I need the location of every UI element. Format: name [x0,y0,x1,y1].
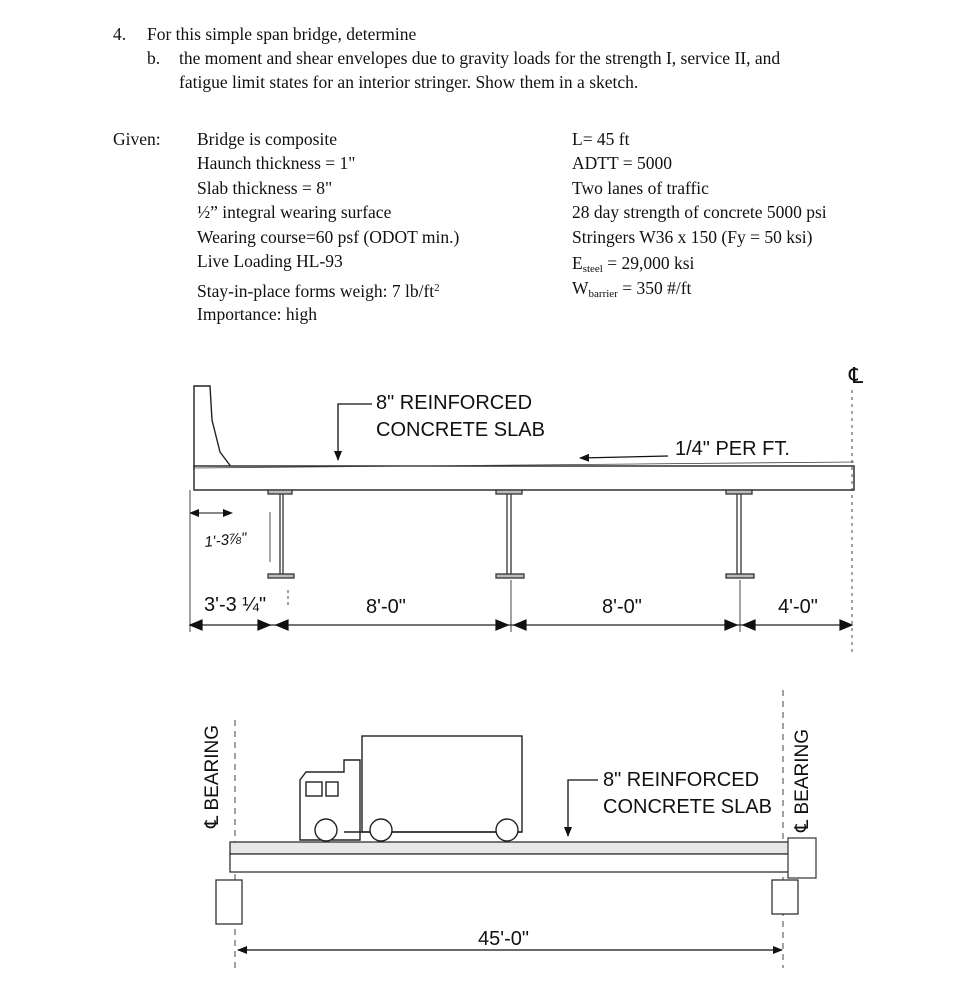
problem-intro: For this simple span bridge, determine [147,24,417,44]
centerline-symbol: ℄ [848,363,864,388]
given-item: Haunch thickness = 1" [197,153,356,173]
given-importance: Importance: high [197,304,318,324]
elev-slab-label-line1: 8" REINFORCED [603,769,759,791]
girder [267,489,295,579]
slope-arrow [579,453,669,462]
given-item: Stringers W36 x 150 (Fy = 50 ksi) [572,227,813,247]
slab-leader [334,403,372,461]
given-item: Wearing course=60 psf (ODOT min.) [197,227,460,247]
part-text-line2: fatigue limit states for an interior str… [179,72,639,92]
elev-girder [229,853,793,873]
given-esteel: Esteel = 29,000 ksi [572,253,695,275]
girder [725,489,755,579]
slab-label-line1: 8" REINFORCED [376,392,532,414]
dim-spacing-2: 8'-0" [602,596,642,618]
left-bearing [215,879,243,925]
given-item: ½” integral wearing surface [197,202,392,222]
elev-slab-label-line2: CONCRETE SLAB [603,796,772,818]
given-item: 28 day strength of concrete 5000 psi [572,202,827,222]
given-forms-weight: Stay-in-place forms weigh: 7 lb/ft2 [197,281,440,301]
barrier [193,385,233,470]
given-wbarrier: Wbarrier = 350 #/ft [572,278,692,300]
given-item: Bridge is composite [197,129,337,149]
cross-section-sketch: 8" REINFORCED CONCRETE SLAB 1/4" PER FT.… [188,363,864,656]
elev-deck [229,841,793,855]
girder [495,489,525,579]
part-text-line1: the moment and shear envelopes due to gr… [179,48,781,68]
given-item: Slab thickness = 8" [197,178,333,198]
given-item: Two lanes of traffic [572,178,709,198]
dim-to-centerline: 4'-0" [778,596,818,618]
left-bearing-label: ℄ BEARING [202,725,223,829]
elev-slab-leader [564,779,598,837]
dim-spacing-1: 8'-0" [366,596,406,618]
given-label: Given: [113,129,161,149]
overhang-note: 1'-3⅞" [204,530,249,551]
given-item: Live Loading HL-93 [197,251,343,271]
slope-label: 1/4" PER FT. [675,438,790,460]
slab-label-line2: CONCRETE SLAB [376,419,545,441]
deck-slab [193,465,855,491]
span-label: 45'-0" [478,928,529,950]
elevation-sketch: ℄ BEARING ℄ BEARING 8" REINFORCED CONCRE… [202,690,817,968]
right-bearing-label: ℄ BEARING [792,729,813,833]
problem-number: 4. [113,24,127,44]
dim-overhang: 3'-3 ¼" [204,594,266,616]
truck [299,735,523,842]
right-bearing [771,879,799,915]
part-letter: b. [147,48,161,68]
given-item: L= 45 ft [572,129,630,149]
given-item: ADTT = 5000 [572,153,672,173]
